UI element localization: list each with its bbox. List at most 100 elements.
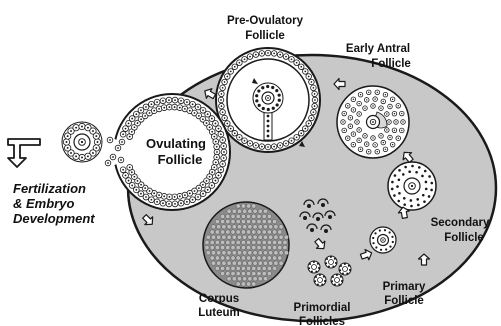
luteal-cell bbox=[210, 256, 214, 260]
luteal-cell bbox=[284, 235, 288, 239]
luteal-cell bbox=[258, 225, 262, 229]
luteal-cell bbox=[232, 225, 236, 229]
granulosa-nucleus bbox=[131, 185, 133, 187]
luteal-cell bbox=[279, 235, 283, 239]
luteal-cell bbox=[246, 219, 250, 223]
label-ovulating-2: Follicle bbox=[158, 152, 203, 167]
granulosa-dot bbox=[418, 166, 421, 169]
theca-cell-nucleus bbox=[308, 123, 310, 125]
granulosa-nucleus bbox=[207, 113, 209, 115]
granulosa-dot bbox=[410, 205, 413, 208]
luteal-cell bbox=[269, 235, 273, 239]
granulosa-dot bbox=[391, 188, 394, 191]
granulosa-nucleus bbox=[220, 133, 222, 135]
luteal-cell bbox=[243, 261, 247, 265]
luteal-cell bbox=[253, 251, 257, 255]
luteal-cell bbox=[217, 235, 221, 239]
granulosa-cell-nucleus bbox=[366, 143, 367, 144]
luteal-cell bbox=[253, 209, 257, 213]
luteal-cell bbox=[279, 225, 283, 229]
granulosa-cell-nucleus bbox=[385, 94, 386, 95]
granulosa-nucleus bbox=[140, 193, 142, 195]
granulosa-dot bbox=[411, 165, 414, 168]
granulosa-dot bbox=[398, 179, 401, 182]
luteal-cell bbox=[227, 209, 231, 213]
granulosa-nucleus bbox=[134, 126, 136, 128]
granulosa-nucleus bbox=[215, 123, 217, 125]
granulosa-nucleus bbox=[129, 166, 131, 168]
theca-cell-nucleus bbox=[285, 56, 287, 58]
granulosa-dot bbox=[415, 171, 418, 174]
granulosa-nucleus bbox=[174, 99, 176, 101]
granulosa-nucleus bbox=[134, 176, 136, 178]
oocyte-nucleolus bbox=[372, 121, 374, 123]
granulosa-dot bbox=[374, 232, 376, 234]
luteal-cell bbox=[243, 251, 247, 255]
luteal-cell bbox=[211, 225, 215, 229]
luteal-cell bbox=[211, 251, 215, 255]
granulosa-nucleus bbox=[211, 118, 213, 120]
theca-cell-nucleus bbox=[291, 140, 293, 142]
theca-cell-nucleus bbox=[239, 62, 241, 64]
luteal-cell bbox=[227, 277, 231, 281]
granulosa-dot bbox=[375, 246, 377, 248]
granulosa-dot bbox=[266, 85, 269, 88]
granulosa-nucleus bbox=[158, 108, 160, 110]
granulosa-nucleus bbox=[184, 108, 186, 110]
granulosa-dot bbox=[425, 181, 428, 184]
luteal-cell bbox=[272, 230, 276, 234]
luteal-cell bbox=[272, 240, 276, 244]
stalk-cell bbox=[267, 125, 270, 128]
luteal-cell bbox=[236, 204, 240, 208]
theca-cell-nucleus bbox=[255, 145, 257, 147]
luteal-cell bbox=[246, 256, 250, 260]
theca-cell-nucleus bbox=[226, 123, 228, 125]
luteal-cell bbox=[283, 245, 287, 249]
granulosa-dot bbox=[423, 200, 426, 203]
theca-cell-nucleus bbox=[300, 132, 302, 134]
theca-cell-nucleus bbox=[313, 111, 315, 113]
granulosa-dot bbox=[338, 283, 340, 285]
escaping-cell-nucleus bbox=[121, 141, 123, 143]
granulosa-nucleus bbox=[168, 99, 170, 101]
luteal-body bbox=[203, 202, 289, 288]
granulosa-nucleus bbox=[216, 156, 218, 158]
luteal-cell bbox=[252, 282, 256, 286]
luteal-cell bbox=[263, 235, 267, 239]
granulosa-nucleus bbox=[186, 201, 188, 203]
theca-cell-nucleus bbox=[314, 105, 316, 107]
granulosa-nucleus bbox=[206, 122, 208, 124]
luteal-cell bbox=[263, 225, 267, 229]
granulosa-nucleus bbox=[215, 180, 217, 182]
label-fertilization-3: Development bbox=[13, 211, 95, 226]
luteal-cell bbox=[246, 240, 250, 244]
luteal-cell bbox=[232, 251, 236, 255]
luteal-cell bbox=[232, 235, 236, 239]
granulosa-dot bbox=[392, 241, 394, 243]
corona-cell-nucleus bbox=[67, 135, 69, 137]
label-pre-ovulatory: Pre-Ovulatory bbox=[227, 15, 304, 27]
luteal-cell bbox=[262, 271, 266, 275]
luteal-cell bbox=[262, 230, 266, 234]
luteal-cell bbox=[257, 271, 261, 275]
corona-cell-nucleus bbox=[92, 152, 94, 154]
granulosa-nucleus bbox=[174, 196, 176, 198]
activating-oocyte bbox=[303, 216, 307, 220]
luteal-cell bbox=[257, 266, 261, 270]
luteal-cell bbox=[274, 225, 278, 229]
primordial-oocyte bbox=[335, 278, 340, 283]
granulosa-dot bbox=[430, 182, 433, 185]
hollow-arrow-down-left-icon bbox=[8, 139, 40, 167]
luteal-cell bbox=[267, 266, 271, 270]
primordial-oocyte bbox=[343, 267, 348, 272]
granulosa-cell-nucleus bbox=[383, 101, 384, 102]
granulosa-nucleus bbox=[197, 196, 199, 198]
label-primordial: Primordial bbox=[294, 302, 351, 314]
luteal-cell bbox=[237, 235, 241, 239]
granulosa-dot bbox=[317, 284, 319, 286]
luteal-cell bbox=[262, 240, 266, 244]
luteal-cell bbox=[236, 245, 240, 249]
corona-cell-nucleus bbox=[95, 147, 97, 149]
granulosa-nucleus bbox=[128, 123, 130, 125]
